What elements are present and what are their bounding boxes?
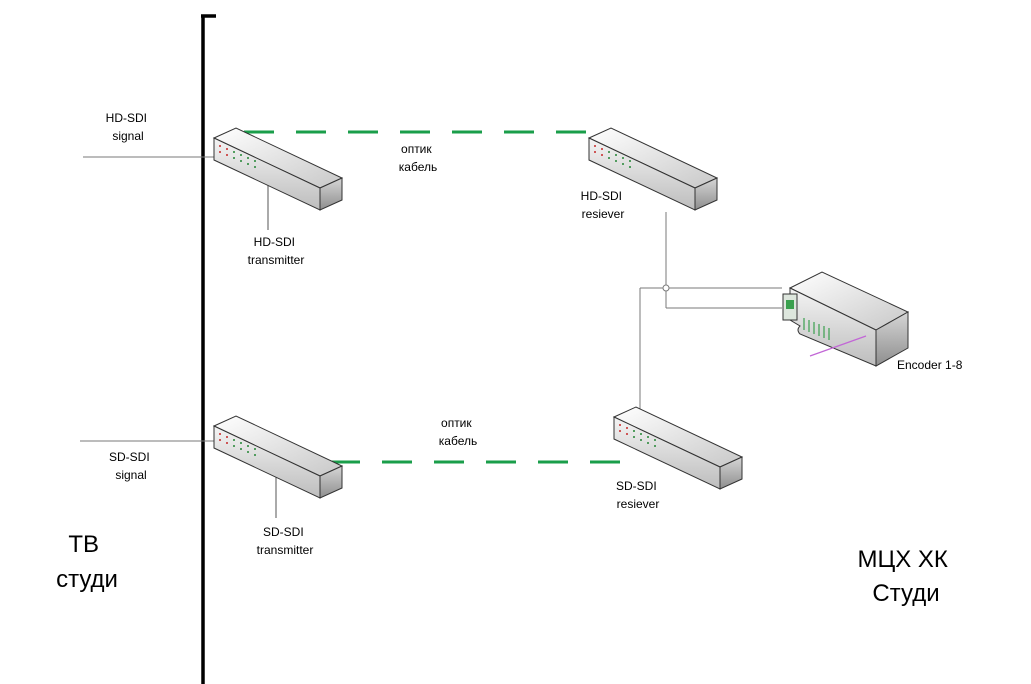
- sd-cable-label: оптик кабель: [439, 416, 477, 448]
- sd-transmitter-device: [213, 415, 343, 499]
- hd-transmitter-device: [213, 127, 343, 211]
- hd-signal-label: HD-SDI signal: [106, 111, 151, 143]
- hd-receiver-label: HD-SDI resiever: [581, 189, 626, 221]
- wire-crossover-hop: [662, 284, 670, 292]
- mchh-studio-label: МЦХ ХК Студи: [857, 546, 954, 607]
- hd-cable-label: оптик кабель: [399, 142, 437, 174]
- sd-transmitter-label: SD-SDI transmitter: [257, 525, 314, 557]
- encoder-label: Encoder 1-8: [897, 358, 963, 372]
- tv-studio-label: ТВ студи: [56, 531, 118, 593]
- sd-receiver-label: SD-SDI resiever: [616, 479, 660, 511]
- sd-signal-label: SD-SDI signal: [109, 450, 153, 482]
- hd-transmitter-label: HD-SDI transmitter: [248, 235, 305, 267]
- encoder-device: [782, 271, 910, 367]
- sd-receiver-device: [613, 406, 743, 490]
